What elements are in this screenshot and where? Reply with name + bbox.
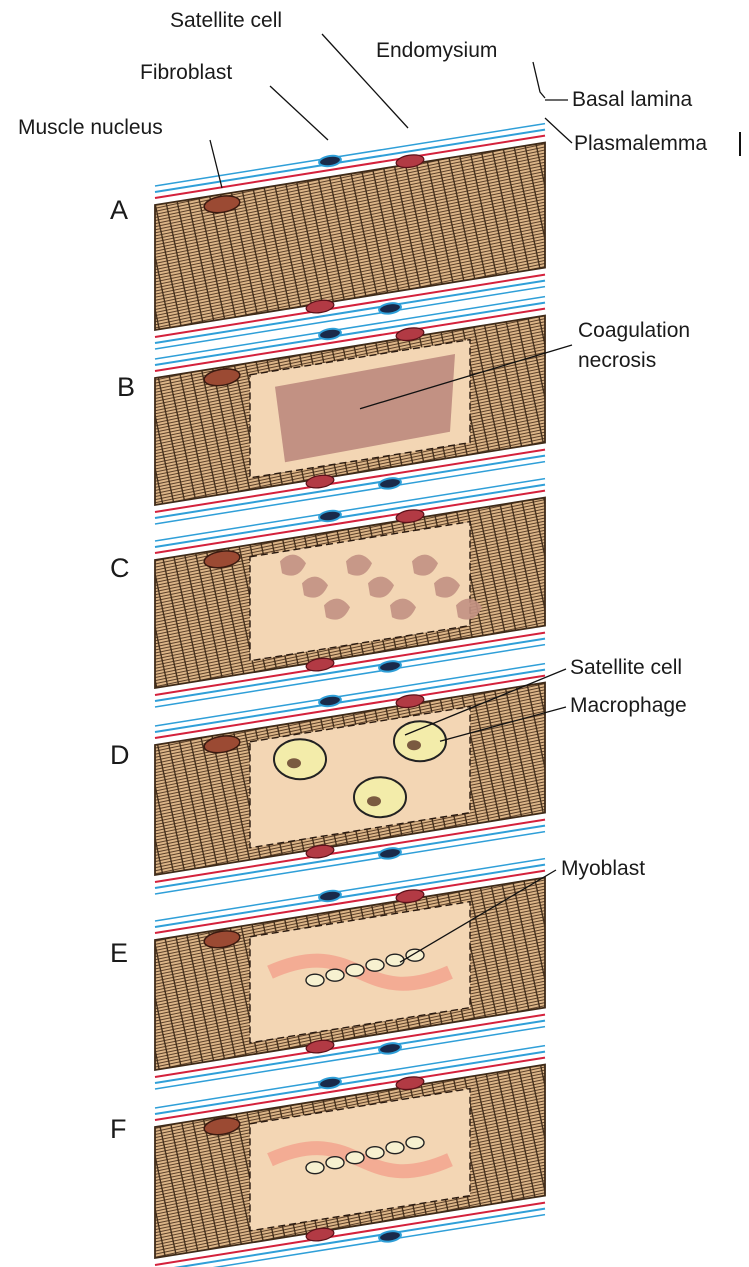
plasmalemma-leader (545, 118, 572, 143)
myoblast-cell (346, 964, 364, 976)
fibroblast-top-d (318, 694, 341, 707)
panel-letter-d: D (110, 742, 130, 769)
fibroblast-bottom-d (378, 847, 401, 860)
panel-letter-e: E (110, 940, 128, 967)
macrophage-cell (354, 777, 406, 817)
text-cursor (739, 132, 741, 156)
fibroblast-bottom-e (378, 1042, 401, 1055)
coagulation-necrosis-label-line2: necrosis (578, 350, 656, 371)
fibroblast-bottom-f (378, 1230, 401, 1243)
panel-letter-c: C (110, 555, 130, 582)
plasmalemma-label: Plasmalemma (574, 133, 707, 154)
fibroblast-bottom-c (378, 660, 401, 673)
panel-f (155, 1046, 545, 1267)
satellite-cell-label: Satellite cell (170, 10, 282, 31)
fibroblast-top-a (318, 154, 341, 167)
myoblast-cell (406, 1137, 424, 1149)
myoblast-cell (306, 1162, 324, 1174)
macrophage-cell (274, 739, 326, 779)
basal-lamina-label: Basal lamina (572, 89, 692, 110)
endomysium-label: Endomysium (376, 40, 497, 61)
fibroblast-bottom-b (378, 477, 401, 490)
fibroblast-top-e (318, 889, 341, 902)
muscle-nucleus-leader (210, 140, 222, 188)
myoblast-cell (326, 969, 344, 981)
macrophage-nucleus (407, 740, 421, 750)
panel-letter-a: A (110, 197, 128, 224)
fibroblast-top-c (318, 509, 341, 522)
panel-a (155, 124, 545, 349)
fibroblast-top-f (318, 1076, 341, 1089)
macrophage-nucleus (287, 758, 301, 768)
endomysium-leader (533, 62, 545, 98)
macrophage-cell (394, 721, 446, 761)
myoblast-cell (366, 1147, 384, 1159)
panel-d (155, 664, 566, 894)
panel-letter-b: B (117, 374, 135, 401)
myoblast-cell (386, 954, 404, 966)
panel-e (155, 859, 556, 1089)
myoblast-cell (306, 974, 324, 986)
fibroblast-bottom-a (378, 302, 401, 315)
macrophage-label: Macrophage (570, 695, 687, 716)
myoblast-cell (326, 1157, 344, 1169)
myoblast-cell (386, 1142, 404, 1154)
muscle-fiber-a (155, 143, 545, 330)
myoblast-cell (406, 949, 424, 961)
panel-letter-f: F (110, 1116, 127, 1143)
myoblast-cell (366, 959, 384, 971)
myoblast-cell (346, 1152, 364, 1164)
fibroblast-leader (270, 86, 328, 140)
muscle-nucleus-label: Muscle nucleus (18, 117, 163, 138)
satellite-cell-d-label: Satellite cell (570, 657, 682, 678)
myoblast-label: Myoblast (561, 858, 645, 879)
macrophage-nucleus (367, 796, 381, 806)
coagulation-necrosis-label-line1: Coagulation (578, 320, 690, 341)
fibroblast-label: Fibroblast (140, 62, 232, 83)
fibroblast-top-b (318, 327, 341, 340)
